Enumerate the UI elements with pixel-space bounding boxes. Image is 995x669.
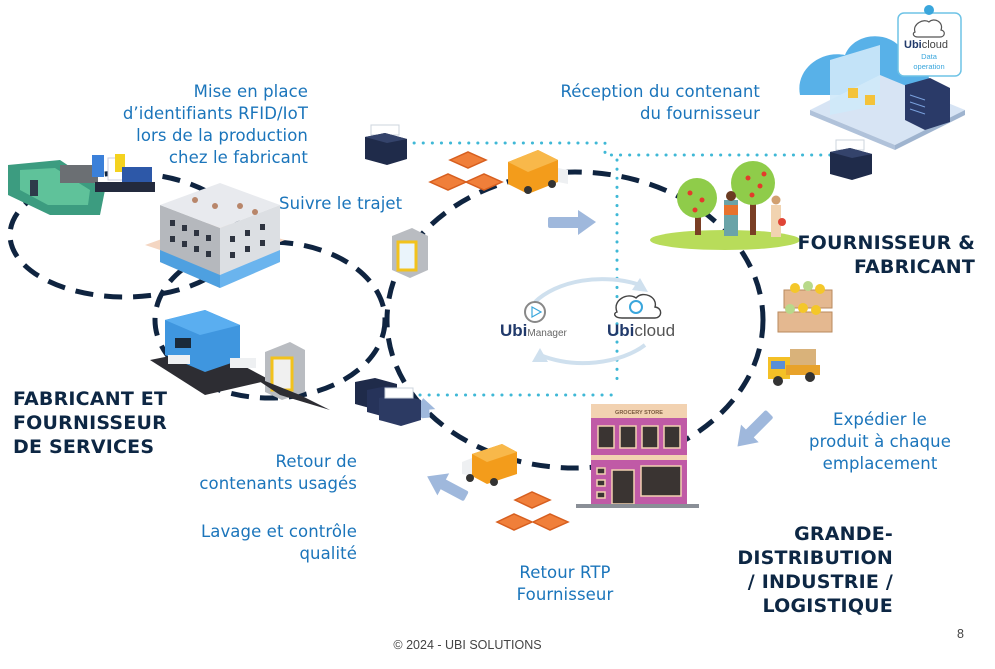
label-washing-quality: Lavage et contrôle qualité — [150, 521, 357, 565]
label-line: Retour de — [275, 452, 357, 471]
crates-icon — [428, 151, 504, 191]
label-line: contenants usagés — [199, 474, 357, 493]
rfid-gate-icon — [250, 342, 330, 410]
factory-building-icon — [145, 183, 285, 288]
label-rfid-setup: Mise en place d’identifiants RFID/IoT lo… — [60, 81, 308, 169]
grocery-store-icon: GROCERY STORE — [576, 404, 699, 508]
title-line: FOURNISSEUR — [13, 412, 167, 434]
svg-text:Ubicloud: Ubicloud — [904, 39, 948, 51]
label-rtp-return: Retour RTP Fournisseur — [495, 562, 635, 606]
title-line: FABRICANT ET — [13, 388, 168, 410]
ubicloud-logo: Ubicloud — [607, 293, 675, 340]
title-retail-industry-logistics: GRANDE- DISTRIBUTION / INDUSTRIE / LOGIS… — [700, 522, 893, 618]
copyright-footer: © 2024 - UBI SOLUTIONS — [393, 638, 542, 652]
title-manufacturer-service-provider: FABRICANT ET FOURNISSEUR DE SERVICES — [13, 387, 213, 459]
store-sign-text: GROCERY STORE — [615, 410, 663, 416]
crates-icon — [495, 491, 570, 531]
label-ship-product: Expédier le produit à chaque emplacement — [790, 409, 970, 475]
label-line: Fournisseur — [516, 585, 614, 604]
main-loop — [384, 169, 766, 471]
ubimanager-logo: UbiManager — [500, 301, 568, 340]
arrow-up-left-icon — [427, 473, 469, 501]
iot-reader-icon — [830, 139, 872, 180]
produce-truck-icon — [768, 349, 820, 386]
label-line: qualité — [299, 544, 357, 563]
badge-brand-suffix: cloud — [922, 39, 948, 51]
label-return-containers: Retour de contenants usagés — [150, 451, 357, 495]
rfid-gate-icon — [392, 228, 428, 278]
ubicloud-prefix: Ubi — [607, 321, 634, 340]
badge-brand-prefix: Ubi — [904, 39, 922, 51]
production-line-icon — [8, 154, 155, 215]
ubimanager-prefix: Ubi — [500, 321, 527, 340]
flow-arrows — [414, 210, 773, 501]
label-line: Lavage et contrôle — [200, 522, 357, 541]
iot-reader-icon — [365, 124, 407, 165]
ubicloud-data-operation-badge: Ubicloud Data operation — [897, 5, 962, 77]
label-line: d’identifiants RFID/IoT — [122, 104, 308, 123]
label-reception: Réception du contenant du fournisseur — [500, 81, 760, 125]
label-line: Réception du contenant — [560, 82, 760, 101]
label-line: Mise en place — [193, 82, 308, 101]
services-loop — [152, 239, 388, 401]
ubimanager-suffix: Manager — [527, 328, 567, 339]
title-line: LOGISTIQUE — [762, 595, 893, 617]
badge-caption-line1: Data — [921, 52, 938, 61]
ubicloud-suffix: cloud — [634, 321, 675, 340]
title-line: FABRICANT — [854, 256, 975, 278]
cloud-datacenter-icon — [799, 36, 965, 150]
sync-cycle — [532, 277, 648, 366]
produce-crates-icon — [777, 281, 833, 333]
iot-reader-stack-icon — [355, 378, 421, 426]
washing-tunnel-icon — [150, 310, 270, 395]
label-track-route: Suivre le trajet — [279, 194, 403, 213]
label-line: emplacement — [822, 454, 938, 473]
label-line: Expédier le — [833, 410, 927, 429]
title-supplier-manufacturer: FOURNISSEUR & FABRICANT — [760, 231, 975, 279]
arrow-right-icon — [548, 210, 596, 235]
orchard-farmers-icon — [650, 161, 800, 250]
badge-caption-line2: operation — [913, 62, 944, 71]
dotted-link-top — [403, 141, 834, 157]
delivery-truck-icon — [508, 150, 568, 194]
label-line: lors de la production — [136, 126, 308, 145]
title-line: GRANDE- — [794, 523, 893, 545]
title-line: DISTRIBUTION — [737, 547, 893, 569]
label-line: produit à chaque — [809, 432, 951, 451]
page-number: 8 — [957, 627, 964, 641]
svg-text:UbiManager: UbiManager — [500, 321, 568, 340]
delivery-truck-icon — [462, 444, 517, 486]
svg-text:Ubicloud: Ubicloud — [607, 321, 675, 340]
label-line: chez le fabricant — [168, 148, 308, 167]
title-line: / INDUSTRIE / — [747, 571, 893, 593]
arrow-down-left-icon — [737, 410, 773, 447]
label-line: du fournisseur — [639, 104, 760, 123]
title-line: FOURNISSEUR & — [797, 232, 975, 254]
title-line: DE SERVICES — [13, 436, 155, 458]
label-line: Retour RTP — [519, 563, 611, 582]
